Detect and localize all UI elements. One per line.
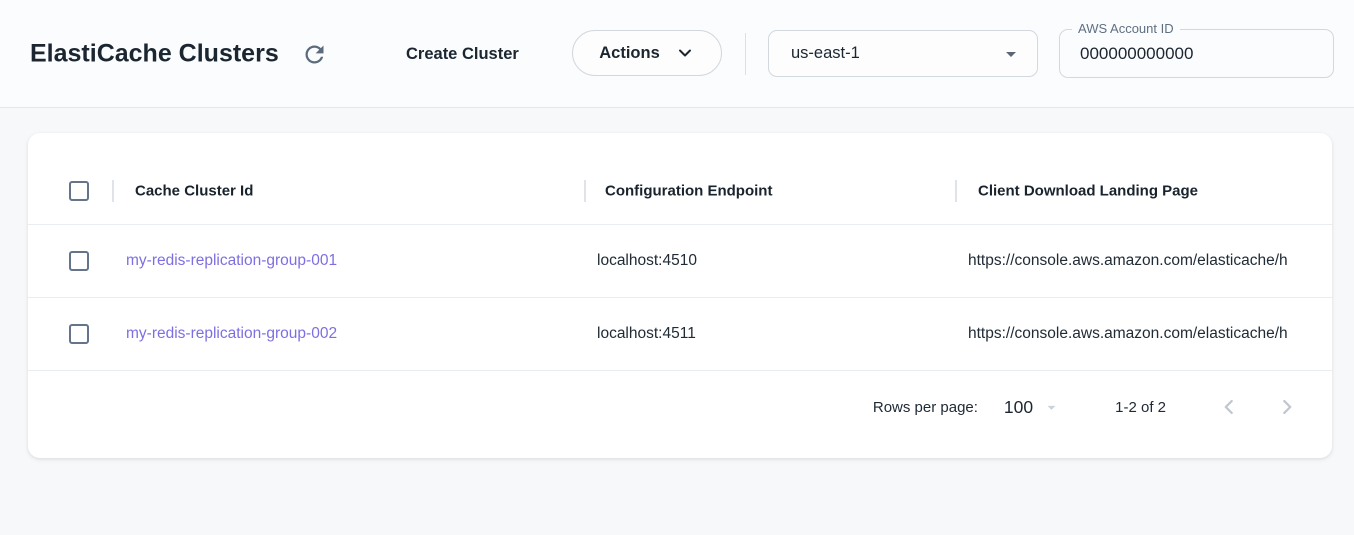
cluster-link[interactable]: my-redis-replication-group-001 [126, 252, 338, 269]
aws-account-id-field: AWS Account ID [1059, 21, 1334, 78]
cluster-link[interactable]: my-redis-replication-group-002 [126, 325, 338, 342]
table-header-row: Cache Cluster Id Configuration Endpoint … [28, 157, 1332, 225]
aws-account-id-label: AWS Account ID [1072, 21, 1180, 36]
aws-account-id-input[interactable] [1060, 30, 1333, 77]
select-all-checkbox[interactable] [69, 180, 89, 201]
caret-down-icon [999, 42, 1023, 66]
table-row: my-redis-replication-group-002 localhost… [28, 298, 1332, 371]
previous-page-button[interactable] [1214, 392, 1244, 422]
header-divider [745, 33, 746, 75]
client-download-landing-page-cell: https://console.aws.amazon.com/elasticac… [968, 252, 1288, 269]
column-header-configuration-endpoint[interactable]: Configuration Endpoint [605, 182, 773, 199]
chevron-left-icon [1216, 394, 1242, 420]
column-header-client-download-landing-page[interactable]: Client Download Landing Page [978, 182, 1199, 199]
region-select[interactable]: us-east-1 [768, 30, 1038, 77]
configuration-endpoint-cell: localhost:4510 [597, 252, 697, 269]
create-cluster-button[interactable]: Create Cluster [396, 32, 529, 76]
region-select-value: us-east-1 [791, 44, 860, 62]
caret-down-icon [1042, 398, 1061, 417]
configuration-endpoint-cell: localhost:4511 [597, 325, 696, 342]
pagination-bar: Rows per page: 100 1-2 of 2 [28, 371, 1332, 443]
refresh-button[interactable] [298, 38, 330, 70]
actions-button[interactable]: Actions [572, 30, 722, 76]
row-checkbox[interactable] [69, 324, 89, 344]
column-header-cache-cluster-id[interactable]: Cache Cluster Id [135, 182, 254, 199]
clusters-card: Cache Cluster Id Configuration Endpoint … [28, 133, 1332, 458]
column-separator [955, 179, 957, 202]
rows-per-page-select[interactable]: 100 [1004, 397, 1061, 418]
client-download-landing-page-cell: https://console.aws.amazon.com/elasticac… [968, 325, 1288, 342]
next-page-button[interactable] [1272, 392, 1302, 422]
rows-per-page-value: 100 [1003, 396, 1034, 417]
column-separator [112, 179, 114, 202]
row-checkbox[interactable] [69, 251, 89, 271]
chevron-down-icon [675, 43, 695, 63]
pagination-range-label: 1-2 of 2 [1115, 398, 1166, 416]
rows-per-page-label: Rows per page: [872, 398, 978, 416]
page-header: ElastiCache Clusters Create Cluster Acti… [0, 0, 1354, 108]
page-title: ElastiCache Clusters [30, 39, 279, 67]
chevron-right-icon [1274, 394, 1300, 420]
table-row: my-redis-replication-group-001 localhost… [28, 225, 1332, 298]
actions-button-label: Actions [599, 43, 660, 62]
refresh-icon [301, 41, 328, 68]
column-separator [584, 179, 586, 202]
